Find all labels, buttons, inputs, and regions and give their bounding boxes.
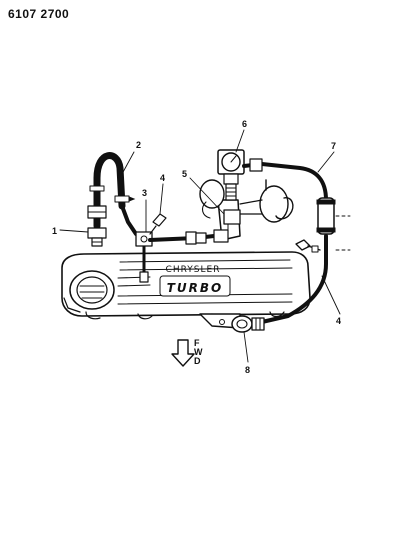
cover-brand-text: CHRYSLER	[166, 265, 221, 275]
callout-1: 1	[52, 226, 57, 236]
callout-8: 8	[245, 365, 250, 375]
callout-4-upper: 4	[160, 173, 165, 183]
leader-lines	[59, 129, 341, 363]
fitting-8	[231, 315, 265, 333]
callout-6: 6	[242, 119, 247, 129]
fwd-letter-w: W	[194, 347, 203, 357]
fitting-6	[217, 149, 245, 201]
callout-4-right: 4	[336, 316, 341, 326]
fitting-1	[87, 205, 107, 247]
oil-tube-7	[242, 158, 351, 324]
callout-3: 3	[142, 188, 147, 198]
oil-tube-2	[89, 152, 152, 242]
callout-5: 5	[182, 169, 187, 179]
callout-2: 2	[136, 140, 141, 150]
oil-filler-cap	[69, 270, 115, 310]
valve-cover	[61, 251, 311, 320]
fitting-5	[213, 209, 241, 243]
fwd-letter-d: D	[194, 356, 201, 366]
bolt-4-upper	[149, 213, 167, 235]
forward-direction-arrow	[171, 339, 195, 367]
cover-badge-text: TURBO	[167, 281, 224, 295]
bolt-4-right	[295, 239, 321, 253]
clamp-3	[135, 231, 153, 283]
callout-numbers: 1 2 3 4 4 5 6 7 8	[52, 119, 341, 375]
diagram-part-number: 6107 2700	[8, 7, 70, 21]
callout-7: 7	[331, 141, 336, 151]
oil-tube-to-turbo	[148, 231, 216, 245]
fwd-letters: F W D	[194, 338, 203, 366]
fwd-letter-f: F	[194, 338, 200, 348]
